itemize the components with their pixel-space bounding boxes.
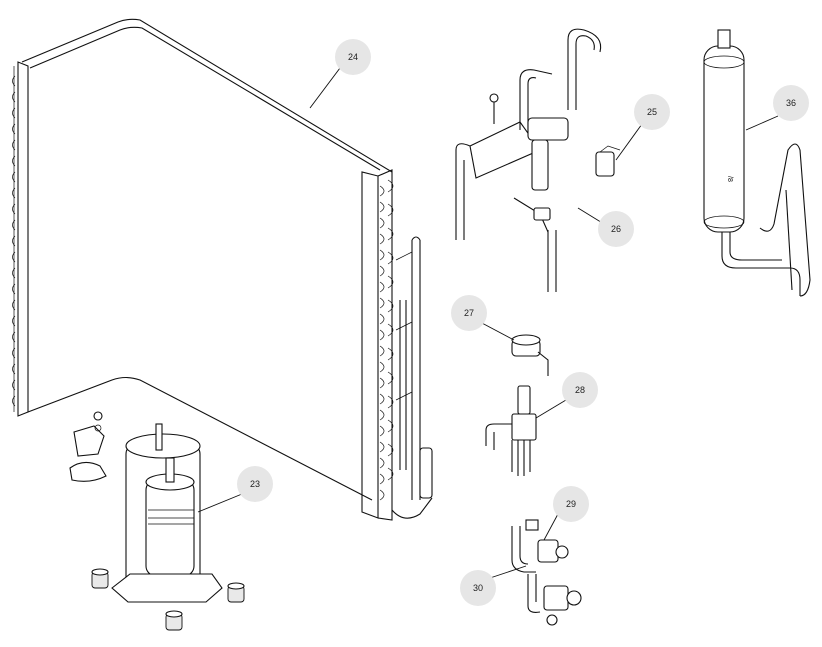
valve-coil-part-25 [595, 145, 621, 177]
condenser-coil [12, 18, 433, 521]
callout-label-28: 28 [575, 385, 585, 395]
coil-right-bends [379, 179, 394, 501]
callout-label-25: 25 [647, 107, 657, 117]
callout-label-36: 36 [786, 98, 796, 108]
rubber-grommet [91, 568, 109, 589]
compressor [91, 423, 245, 631]
callout-label-26: 26 [611, 224, 621, 234]
callout-29: 29 [553, 486, 589, 522]
callout-28: 28 [562, 372, 598, 408]
callout-label-27: 27 [464, 308, 474, 318]
callout-23: 23 [237, 466, 273, 502]
callout-label-23: 23 [250, 479, 260, 489]
callout-30: 30 [460, 570, 496, 606]
service-valve-part-29 [511, 519, 569, 573]
sensor-part-27 [511, 334, 549, 376]
terminal-cover [69, 411, 107, 482]
filter-drier: /8 [703, 29, 811, 297]
filter-drier-marking: /8 [726, 176, 733, 182]
four-way-valve-assembly [455, 28, 602, 292]
rubber-grommet [227, 582, 245, 603]
service-valve-part-30 [527, 574, 582, 626]
valve-part-28 [485, 385, 537, 476]
callout-25: 25 [634, 94, 670, 130]
callout-label-30: 30 [473, 583, 483, 593]
callout-24: 24 [335, 39, 371, 75]
callout-label-24: 24 [348, 52, 358, 62]
callout-27: 27 [451, 295, 487, 331]
callout-label-29: 29 [566, 499, 576, 509]
rubber-grommet [165, 610, 183, 631]
leader-lines [197, 67, 779, 579]
callout-26: 26 [598, 211, 634, 247]
coil-left-bends [12, 75, 16, 407]
callout-36: 36 [773, 85, 809, 121]
